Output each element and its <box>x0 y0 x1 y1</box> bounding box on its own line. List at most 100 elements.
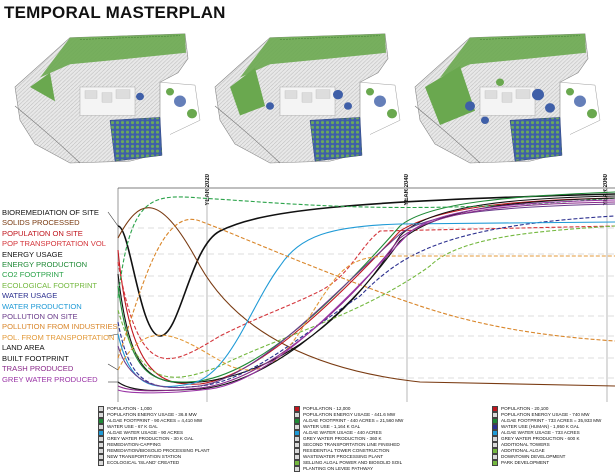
legend-swatch <box>98 424 104 430</box>
site-plan-2020 <box>14 33 201 164</box>
legend-item: DOWNTOWN DEVELOPMENT <box>492 454 601 460</box>
legend-swatch <box>294 418 300 424</box>
legend-swatch <box>294 442 300 448</box>
legend-swatch <box>98 448 104 454</box>
legend-item: ADDITIONAL TOWERS <box>492 442 601 448</box>
legend-swatch <box>98 436 104 442</box>
series-label: SOLIDS PROCESSED <box>2 218 80 228</box>
legend-swatch <box>294 454 300 460</box>
label-leaders <box>107 211 119 383</box>
milestone-legend: POPULATION - 1,000 POPULATION ENERGY USA… <box>0 402 615 474</box>
curve-pollution-industries <box>117 218 615 359</box>
series-label: LAND AREA <box>2 343 45 353</box>
legend-swatch <box>294 412 300 418</box>
legend-swatch <box>98 412 104 418</box>
legend-item: ALGAE WATER USAGE - 440 ACRES <box>294 430 403 436</box>
curve-pollution-site <box>117 203 615 389</box>
series-label: WATER PRODUCTION <box>2 301 82 311</box>
legend-swatch <box>294 436 300 442</box>
curve-built-footprint <box>117 197 615 392</box>
legend-item: POPULATION - 20,100 <box>492 406 601 412</box>
legend-swatch <box>294 406 300 412</box>
curve-water-production <box>117 221 615 387</box>
legend-item: SECOND TRANSPORTATION LINE FINISHED <box>294 442 403 448</box>
legend-swatch <box>294 430 300 436</box>
legend-item: SELLING ALGAL POWER AND BIOSOLID SOIL <box>294 460 403 466</box>
series-label: TRASH PRODUCED <box>2 364 74 374</box>
curve-energy-usage <box>117 195 615 384</box>
series-label: ENERGY USAGE <box>2 249 63 259</box>
legend-column-2060: POPULATION - 20,100 POPULATION ENERGY US… <box>492 406 601 466</box>
legend-swatch <box>294 460 300 466</box>
legend-item: NEW TRANSPORTATION STATION <box>98 454 210 460</box>
site-plan-2060 <box>414 33 601 164</box>
legend-item: WASTEWATER PROCESSING PLANT <box>294 454 403 460</box>
curve-pop-transport <box>117 225 615 360</box>
legend-item: REMEDIATION/BIOSOLID PROCESSING PLANT <box>98 448 210 454</box>
legend-item: WATER USE - 1,164 K GAL <box>294 424 403 430</box>
series-label: POP TRANSPORTATION VOL <box>2 239 106 249</box>
legend-swatch <box>492 424 498 430</box>
legend-swatch <box>98 430 104 436</box>
legend-item: ALGAE WATER USAGE - 90 ACRES <box>98 430 210 436</box>
series-label: POL. FROM TRANSPORTATION <box>2 332 115 342</box>
legend-item: WATER USE - 67 K GAL <box>98 424 210 430</box>
series-label: WATER USAGE <box>2 291 58 301</box>
legend-item: WATER USE (HUMAN) - 1,950 K GAL <box>492 424 601 430</box>
curve-co2 <box>117 196 615 299</box>
series-label: BUILT FOOTPRINT <box>2 353 69 363</box>
legend-item: ALGAE FOOTPRINT - 733 ACRES = 35,933 MW <box>492 418 601 424</box>
curve-water-usage <box>117 215 615 388</box>
legend-item: POPULATION - 1,000 <box>98 406 210 412</box>
series-label: GREY WATER PRODUCED <box>2 374 98 384</box>
legend-item: ADDITIONAL ALGAE <box>492 448 601 454</box>
legend-swatch <box>492 430 498 436</box>
legend-item: ALGAE FOOTPRINT - 440 ACRES = 21,560 MW <box>294 418 403 424</box>
legend-swatch <box>98 406 104 412</box>
legend-swatch <box>492 412 498 418</box>
legend-swatch <box>492 448 498 454</box>
legend-swatch <box>294 466 300 472</box>
legend-swatch <box>98 442 104 448</box>
legend-item: ECOLOGICAL 'ISLAND' CREATED <box>98 460 210 466</box>
series-label-list: BIOREMEDIATION OF SITE SOLIDS PROCESSED … <box>2 208 162 385</box>
series-label: ECOLOGICAL FOOTPRINT <box>2 280 98 290</box>
curve-trash <box>117 201 615 392</box>
legend-item: GREY WATER PRODUCTION - 30 K GAL <box>98 436 210 442</box>
legend-item: RESIDENTIAL TOWER CONSTRUCTION <box>294 448 403 454</box>
legend-item: REMEDIATION-CAPPING <box>98 442 210 448</box>
legend-swatch <box>492 442 498 448</box>
curve-pollution-transport <box>117 255 615 371</box>
legend-swatch <box>98 418 104 424</box>
legend-item: POPULATION ENERGY USAGE - 441.6 MW <box>294 412 403 418</box>
series-label: POLLUTION ON SITE <box>2 312 78 322</box>
legend-swatch <box>98 454 104 460</box>
legend-column-2020: POPULATION - 1,000 POPULATION ENERGY USA… <box>98 406 210 466</box>
legend-item: GREY WATER PRODUCTION - 360 K <box>294 436 403 442</box>
legend-item: POPULATION ENERGY USAGE - 740 MW <box>492 412 601 418</box>
site-plan-2040 <box>214 33 401 164</box>
series-label: BIOREMEDIATION OF SITE <box>2 208 99 217</box>
legend-item: ALGAE WATER USAGE - 733 ACRES <box>492 430 601 436</box>
legend-item: GREY WATER PRODUCTION - 600 K <box>492 436 601 442</box>
curve-bioremediation <box>117 193 615 337</box>
site-plan-maps <box>14 33 601 164</box>
legend-swatch <box>492 436 498 442</box>
legend-item: POPULATION ENERGY USAGE - 36.8 MW <box>98 412 210 418</box>
page-title: TEMPORAL MASTERPLAN <box>4 3 226 22</box>
legend-item: ALGAE FOOTPRINT - 90 ACRES = 4,410 MW <box>98 418 210 424</box>
timeline-chart <box>107 187 615 402</box>
chart-curves <box>117 191 615 394</box>
legend-swatch <box>492 460 498 466</box>
series-label: POLLUTION FROM INDUSTRIES <box>2 322 118 332</box>
series-label: CO2 FOOTPRINT <box>2 270 64 280</box>
legend-swatch <box>294 424 300 430</box>
legend-swatch <box>492 454 498 460</box>
legend-swatch <box>98 460 104 466</box>
legend-item: PLANTING ON LEVEE PATHWAY <box>294 466 403 472</box>
legend-swatch <box>294 448 300 454</box>
legend-item: PARK DEVELOPMENT <box>492 460 601 466</box>
curve-solids-processed <box>117 207 615 387</box>
curve-ecological <box>117 225 615 378</box>
year-dividers <box>206 188 608 402</box>
